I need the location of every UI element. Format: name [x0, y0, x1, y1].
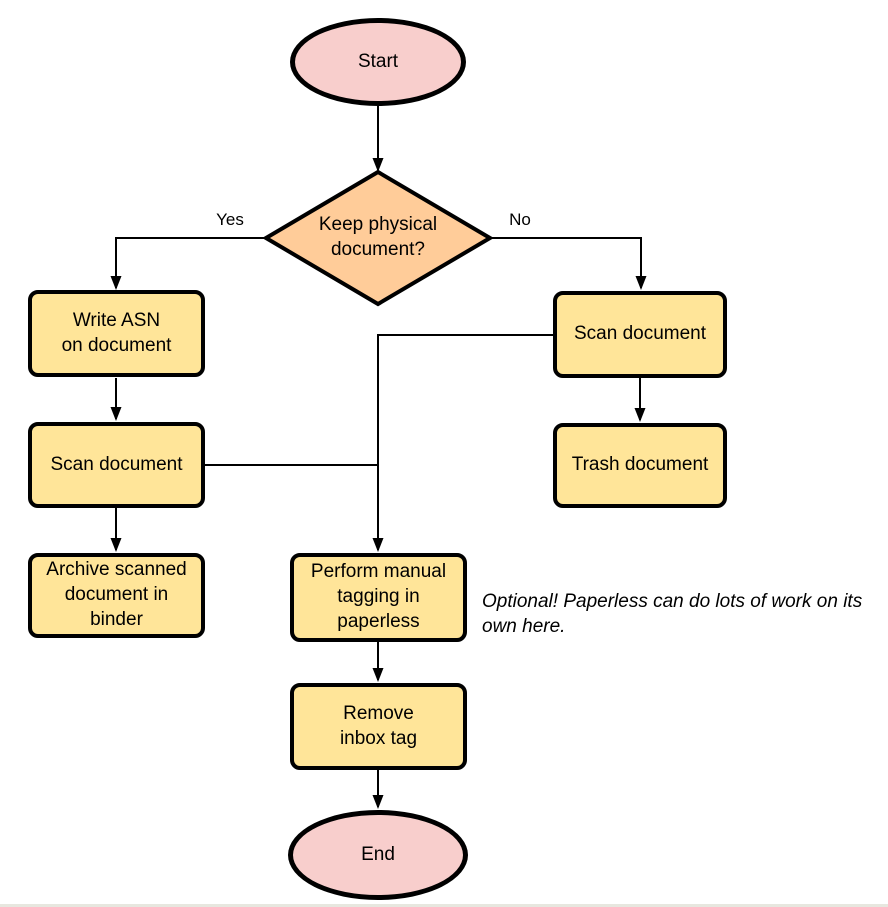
no-label-text: No	[509, 210, 531, 229]
optional-note: Optional! Paperless can do lots of work …	[482, 590, 867, 639]
node-end: End	[288, 810, 468, 900]
edge-decision-yes-to-write-asn	[110, 237, 266, 290]
node-start-label: Start	[357, 50, 399, 72]
node-end-label: End	[361, 843, 395, 865]
edge-decision-no-to-scan-right	[489, 237, 647, 290]
node-decision-label: Keep physical document?	[318, 214, 438, 260]
node-remove-inbox-tag-label: Remove inbox tag	[339, 702, 418, 749]
edge-label-yes: Yes	[205, 210, 255, 230]
edge-scan-right-to-tagging	[372, 334, 553, 552]
node-manual-tagging: Perform manual tagging in paperless	[290, 553, 467, 642]
node-write-asn-label: Write ASN on document	[61, 309, 172, 356]
node-archive-scanned: Archive scanned document in binder	[28, 553, 205, 638]
node-remove-inbox-tag: Remove inbox tag	[290, 683, 467, 770]
node-start: Start	[290, 18, 466, 106]
edge-label-no: No	[495, 210, 545, 230]
node-manual-tagging-label: Perform manual tagging in paperless	[310, 561, 447, 632]
page-bottom-border	[0, 904, 888, 907]
node-trash-document-label: Trash document	[571, 454, 709, 476]
node-archive-scanned-label: Archive scanned document in binder	[46, 559, 187, 630]
node-scan-document-right-label: Scan document	[573, 323, 707, 345]
decision-shape	[262, 169, 494, 307]
node-decision: Keep physical document?	[266, 172, 490, 304]
yes-label-text: Yes	[216, 210, 244, 229]
node-trash-document: Trash document	[553, 423, 727, 508]
optional-note-text: Optional! Paperless can do lots of work …	[482, 591, 863, 637]
node-write-asn: Write ASN on document	[28, 290, 205, 377]
node-scan-document-left-label: Scan document	[50, 453, 183, 475]
node-scan-document-left: Scan document	[28, 422, 205, 508]
node-scan-document-right: Scan document	[553, 291, 727, 378]
